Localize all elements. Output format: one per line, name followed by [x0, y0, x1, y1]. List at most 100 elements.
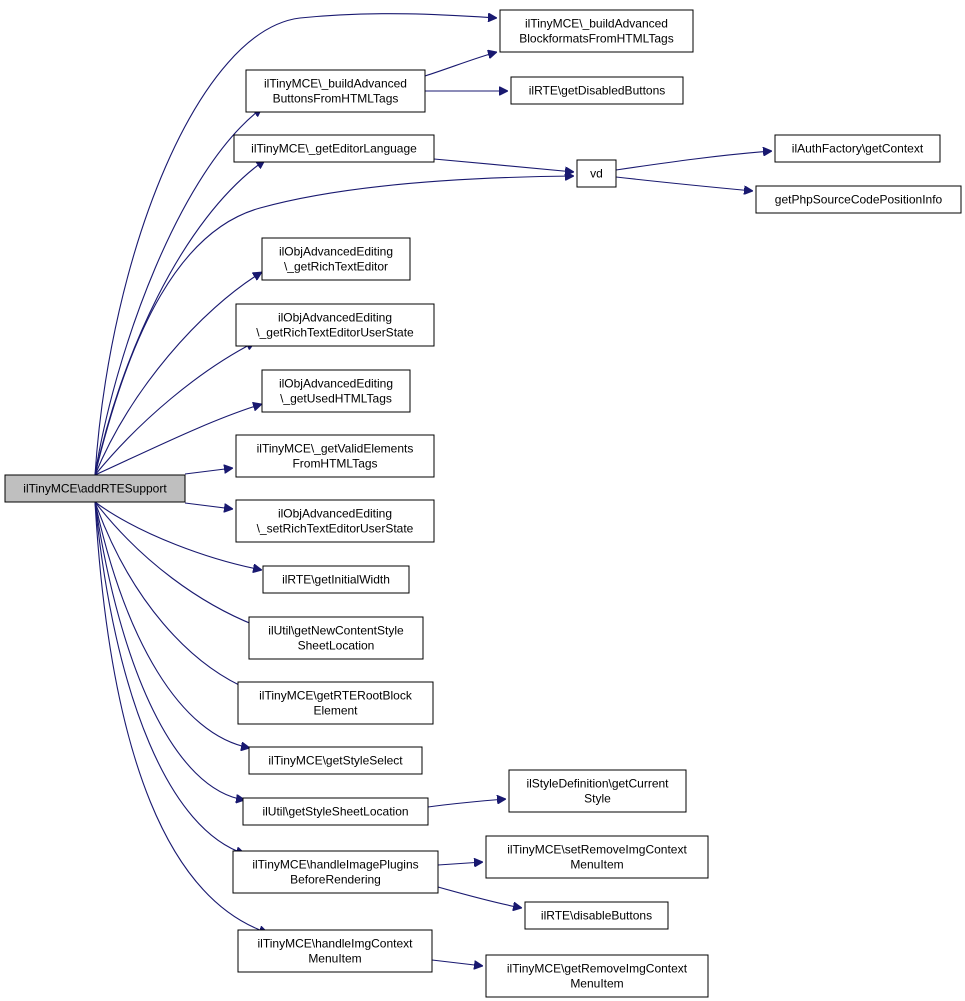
- node-label-line: ilRTE\getInitialWidth: [282, 573, 390, 587]
- edge-handleImagePlugins-to-setRemoveImgContext: [437, 862, 483, 865]
- node-box: [261, 237, 411, 281]
- node-getStyleSheetLocation[interactable]: ilUtil\getStyleSheetLocation: [242, 797, 429, 826]
- edge-path: [94, 14, 497, 476]
- node-label-line: \_getRichTextEditorUserState: [256, 326, 414, 340]
- node-getPhpSource[interactable]: getPhpSourceCodePositionInfo: [755, 185, 962, 214]
- edge-addRTESupport-to-handleImagePlugins: [94, 501, 245, 854]
- node-box: [245, 69, 426, 113]
- node-label-line: ilObjAdvancedEditing: [278, 507, 392, 521]
- node-box: [499, 9, 694, 53]
- node-vd[interactable]: vd: [576, 159, 617, 188]
- node-box: [508, 769, 687, 813]
- node-box: [485, 954, 709, 998]
- node-getDisabledButtons[interactable]: ilRTE\getDisabledButtons: [510, 76, 684, 105]
- node-label-line: ilTinyMCE\setRemoveImgContext: [507, 843, 687, 857]
- edge-vd-to-getPhpSource: [615, 176, 753, 191]
- edge-getEditorLanguage-to-vd: [433, 158, 574, 172]
- node-getInitialWidth[interactable]: ilRTE\getInitialWidth: [262, 565, 410, 594]
- node-label-line: SheetLocation: [298, 639, 375, 653]
- node-label-line: ilRTE\disableButtons: [541, 909, 652, 923]
- edge-path: [431, 959, 483, 966]
- node-label-line: \_getUsedHTMLTags: [280, 392, 392, 406]
- node-label-line: Style: [584, 792, 611, 806]
- node-label-line: ilUtil\getNewContentStyle: [268, 624, 404, 638]
- node-buildAdvButtons[interactable]: ilTinyMCE\_buildAdvancedButtonsFromHTMLT…: [245, 69, 426, 113]
- node-label-line: ilTinyMCE\getRemoveImgContext: [507, 962, 688, 976]
- edge-path: [94, 501, 250, 748]
- edge-addRTESupport-to-getNewContentStyle: [94, 501, 262, 628]
- node-getRichTextEditorUserState[interactable]: ilObjAdvancedEditing\_getRichTextEditorU…: [235, 303, 435, 347]
- edge-path: [94, 404, 262, 476]
- edge-path: [427, 799, 506, 808]
- node-box: [576, 159, 617, 188]
- node-getUsedHTMLTags[interactable]: ilObjAdvancedEditing\_getUsedHTMLTags: [261, 369, 411, 413]
- edge-getStyleSheetLocation-to-getCurrentStyle: [427, 799, 506, 808]
- node-box: [774, 134, 941, 163]
- node-box: [261, 369, 411, 413]
- node-box: [233, 134, 435, 163]
- node-getEditorLanguage[interactable]: ilTinyMCE\_getEditorLanguage: [233, 134, 435, 163]
- edge-path: [94, 341, 255, 476]
- node-label-line: BlockformatsFromHTMLTags: [519, 32, 673, 46]
- node-label-line: ilRTE\getDisabledButtons: [529, 84, 666, 98]
- edge-path: [94, 501, 268, 933]
- node-label-line: ilStyleDefinition\getCurrent: [526, 777, 669, 791]
- node-box: [235, 303, 435, 347]
- node-getStyleSelect[interactable]: ilTinyMCE\getStyleSelect: [248, 746, 423, 775]
- node-box: [248, 746, 423, 775]
- edge-path: [184, 468, 233, 475]
- nodes-layer: ilTinyMCE\addRTESupport ilTinyMCE\_buildA…: [4, 9, 962, 998]
- edge-addRTESupport-to-buildAdvBlock: [94, 14, 497, 476]
- node-label-line: \_setRichTextEditorUserState: [257, 522, 414, 536]
- node-label-line: Element: [313, 704, 358, 718]
- edge-path: [615, 176, 753, 191]
- node-box: [262, 565, 410, 594]
- edge-addRTESupport-to-getRTERootBlock: [94, 501, 250, 690]
- node-box: [232, 850, 439, 894]
- node-label-line: ilTinyMCE\getRTERootBlock: [259, 689, 413, 703]
- node-buildAdvBlock[interactable]: ilTinyMCE\_buildAdvancedBlockformatsFrom…: [499, 9, 694, 53]
- edge-path: [94, 501, 262, 570]
- node-label-line: FromHTMLTags: [292, 457, 377, 471]
- edge-addRTESupport-to-handleImgContext: [94, 501, 268, 933]
- node-label-line: ilTinyMCE\addRTESupport: [23, 482, 167, 496]
- edge-path: [94, 501, 245, 854]
- edge-addRTESupport-to-buildAdvButtons: [94, 108, 262, 476]
- edge-path: [424, 52, 497, 77]
- node-handleImagePlugins[interactable]: ilTinyMCE\handleImagePluginsBeforeRender…: [232, 850, 439, 894]
- node-label-line: MenuItem: [308, 952, 361, 966]
- edge-path: [433, 158, 574, 172]
- node-label-line: ilObjAdvancedEditing: [278, 311, 392, 325]
- node-box: [237, 681, 434, 725]
- edge-addRTESupport-to-setRichTextEditorUserState: [184, 502, 233, 509]
- node-label-line: ilTinyMCE\_getValidElements: [257, 442, 414, 456]
- node-getRichTextEditor[interactable]: ilObjAdvancedEditing\_getRichTextEditor: [261, 237, 411, 281]
- edge-path: [94, 501, 262, 628]
- edge-path: [437, 862, 483, 865]
- node-setRichTextEditorUserState[interactable]: ilObjAdvancedEditing\_setRichTextEditorU…: [235, 499, 435, 543]
- node-box: [4, 474, 186, 503]
- node-label-line: ilAuthFactory\getContext: [792, 142, 924, 156]
- edge-buildAdvButtons-to-buildAdvBlock: [424, 52, 497, 77]
- node-label-line: ilTinyMCE\handleImgContext: [258, 937, 414, 951]
- edge-addRTESupport-to-getStyleSelect: [94, 501, 250, 748]
- node-disableButtons[interactable]: ilRTE\disableButtons: [524, 901, 669, 930]
- node-label-line: ilTinyMCE\getStyleSelect: [268, 754, 403, 768]
- edge-path: [615, 151, 772, 171]
- node-box: [235, 499, 435, 543]
- edge-handleImagePlugins-to-disableButtons: [437, 886, 522, 908]
- edge-path: [94, 176, 574, 476]
- node-label-line: ilUtil\getStyleSheetLocation: [262, 805, 408, 819]
- node-getContext[interactable]: ilAuthFactory\getContext: [774, 134, 941, 163]
- node-addRTESupport[interactable]: ilTinyMCE\addRTESupport: [4, 474, 186, 503]
- edge-addRTESupport-to-getRichTextEditor: [94, 272, 262, 476]
- node-label-line: ButtonsFromHTMLTags: [273, 92, 399, 106]
- node-label-line: ilTinyMCE\_getEditorLanguage: [251, 142, 417, 156]
